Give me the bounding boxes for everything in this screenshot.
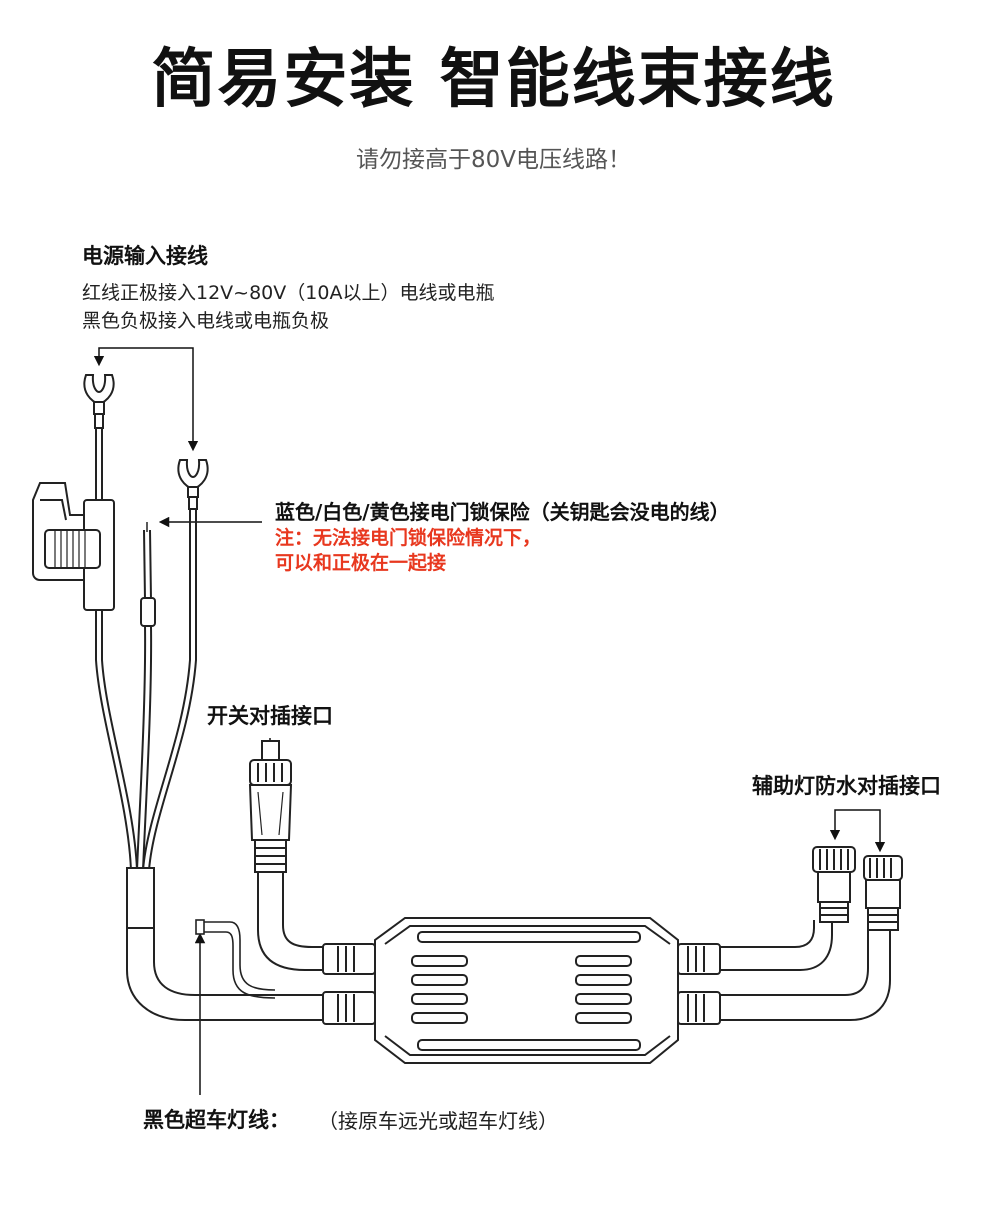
power-input-line2: 黑色负极接入电线或电瓶负极 bbox=[82, 310, 330, 332]
main-bundle-sleeve bbox=[126, 867, 155, 929]
switch-connector bbox=[248, 740, 293, 873]
aux-connector-left bbox=[812, 846, 856, 923]
ignition-note-2: 可以和正极在一起接 bbox=[275, 552, 447, 574]
positive-fork-terminal bbox=[83, 374, 115, 429]
negative-fork-terminal bbox=[177, 459, 209, 510]
high-beam-note: （接原车远光或超车灯线） bbox=[318, 1109, 558, 1133]
aux-connector-right bbox=[863, 855, 903, 931]
left-strain-reliefs bbox=[322, 943, 376, 1025]
voltage-warning: 请勿接高于80V电压线路！ bbox=[355, 147, 631, 173]
aux-connector-label: 辅助灯防水对插接口 bbox=[752, 774, 941, 798]
right-strain-reliefs bbox=[677, 943, 721, 1025]
high-beam-label: 黑色超车灯线： bbox=[143, 1108, 290, 1132]
power-input-line1: 红线正极接入12V~80V（10A以上）电线或电瓶 bbox=[82, 282, 495, 304]
power-input-heading: 电源输入接线 bbox=[82, 244, 208, 268]
fuse-holder bbox=[32, 482, 115, 611]
ignition-heading: 蓝色/白色/黄色接电门锁保险（关钥匙会没电的线） bbox=[275, 500, 730, 524]
ignition-note-1: 注：无法接电门锁保险情况下， bbox=[275, 527, 542, 549]
switch-connector-label: 开关对插接口 bbox=[207, 704, 333, 728]
page-title: 简易安装 智能线束接线 bbox=[151, 43, 836, 117]
control-module bbox=[374, 917, 679, 1064]
